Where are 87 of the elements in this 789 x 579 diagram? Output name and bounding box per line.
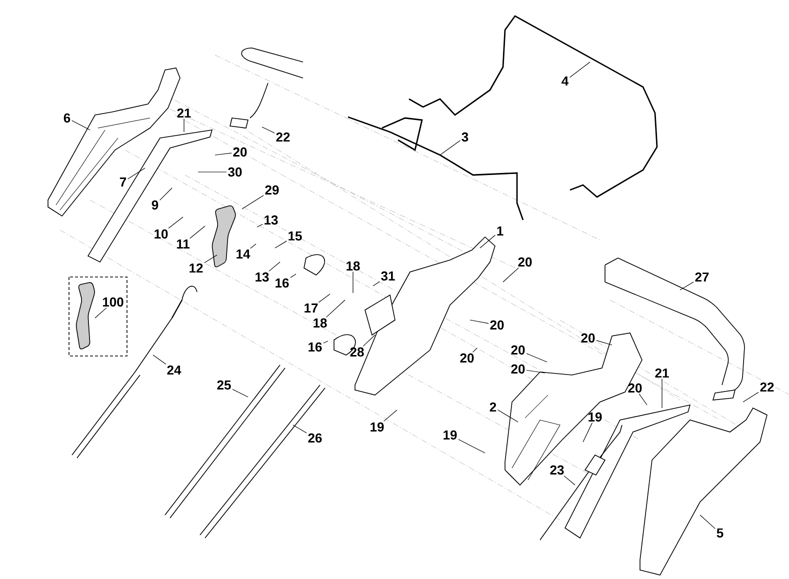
leader-line: [168, 216, 184, 228]
leader-line: [352, 272, 354, 294]
leader-line: [72, 120, 90, 130]
callout-number: 22: [276, 132, 290, 142]
callout-number: 5: [716, 528, 724, 538]
leader-line: [480, 234, 496, 248]
callout-number: 24: [167, 365, 182, 375]
callout-number: 31: [381, 271, 395, 281]
callout-number: 16: [276, 278, 289, 288]
leader-line: [262, 126, 275, 134]
callout-number: 20: [581, 333, 595, 343]
leader-line: [502, 268, 519, 282]
callout-number: 20: [490, 320, 504, 330]
callout-number: 18: [314, 318, 327, 328]
leader-line: [256, 224, 263, 228]
leader-line: [638, 394, 648, 406]
leader-line: [440, 140, 460, 156]
leader-line: [564, 476, 576, 486]
leader-line: [582, 422, 593, 442]
leader-line: [526, 353, 548, 362]
callout-number: 20: [460, 353, 474, 363]
callout-number: 19: [444, 430, 457, 440]
leader-line: [152, 354, 166, 365]
leader-line: [472, 348, 478, 352]
callout-number: 2: [490, 402, 496, 412]
callout-number: 21: [177, 108, 191, 118]
callout-number: 29: [265, 185, 279, 195]
leader-line: [292, 424, 307, 434]
leader-line: [372, 281, 380, 286]
leader-line: [323, 340, 328, 344]
callout-number: 9: [152, 200, 158, 210]
callout-number: 17: [304, 304, 318, 312]
leader-line: [700, 514, 716, 529]
leader-line: [160, 188, 172, 200]
callout-number: 18: [346, 261, 360, 271]
callout-number: 1: [497, 226, 504, 236]
callout-number: 30: [228, 167, 242, 177]
callout-number: 13: [256, 272, 269, 282]
leader-line: [214, 152, 232, 156]
callout-number: 14: [236, 250, 250, 258]
callout-number: 21: [655, 368, 669, 378]
callout-number: 11: [176, 240, 190, 248]
callout-number: 20: [511, 364, 525, 374]
leader-line: [362, 334, 376, 346]
callout-number: 3: [462, 132, 468, 142]
callout-number: 15: [288, 231, 302, 241]
leader-line: [274, 240, 287, 248]
leader-line: [742, 392, 759, 402]
leader-line: [498, 410, 518, 422]
callout-number: 20: [518, 257, 532, 267]
leader-line: [458, 439, 486, 454]
callout-number: 12: [190, 263, 203, 273]
leader-line: [204, 254, 218, 264]
callout-number: 10: [154, 229, 168, 239]
callout-number: 20: [233, 147, 247, 157]
callout-number: 100: [102, 297, 124, 307]
leader-line: [128, 168, 146, 180]
callout-number: 16: [308, 342, 322, 352]
leader-line: [268, 262, 280, 272]
leader-line: [190, 226, 206, 239]
leader-line: [242, 195, 264, 210]
callout-number: 19: [370, 422, 384, 432]
callout-number: 20: [628, 383, 642, 393]
callout-number: 6: [64, 113, 70, 123]
callout-number: 7: [120, 178, 126, 186]
leader-line: [290, 274, 296, 278]
callout-number: 4: [562, 76, 569, 86]
callout-number: 27: [695, 272, 709, 282]
callout-number: 25: [217, 380, 231, 390]
leader-line: [570, 62, 590, 78]
callout-number: 28: [350, 347, 364, 357]
leader-line: [232, 388, 248, 398]
callout-number: 23: [550, 465, 564, 475]
leader-line: [596, 340, 612, 346]
callout-number: 19: [588, 412, 602, 422]
leader-line: [470, 320, 489, 324]
leader-line: [318, 294, 330, 303]
leader-line: [326, 300, 346, 318]
leader-line: [384, 410, 398, 422]
leader-line: [250, 244, 256, 249]
leader-line: [94, 308, 107, 318]
callout-number: 22: [760, 382, 774, 392]
callout-number: 26: [308, 433, 322, 443]
leader-line: [526, 370, 546, 374]
callout-number: 13: [264, 215, 278, 225]
callout-number: 20: [511, 345, 525, 355]
leader-line: [680, 282, 694, 290]
